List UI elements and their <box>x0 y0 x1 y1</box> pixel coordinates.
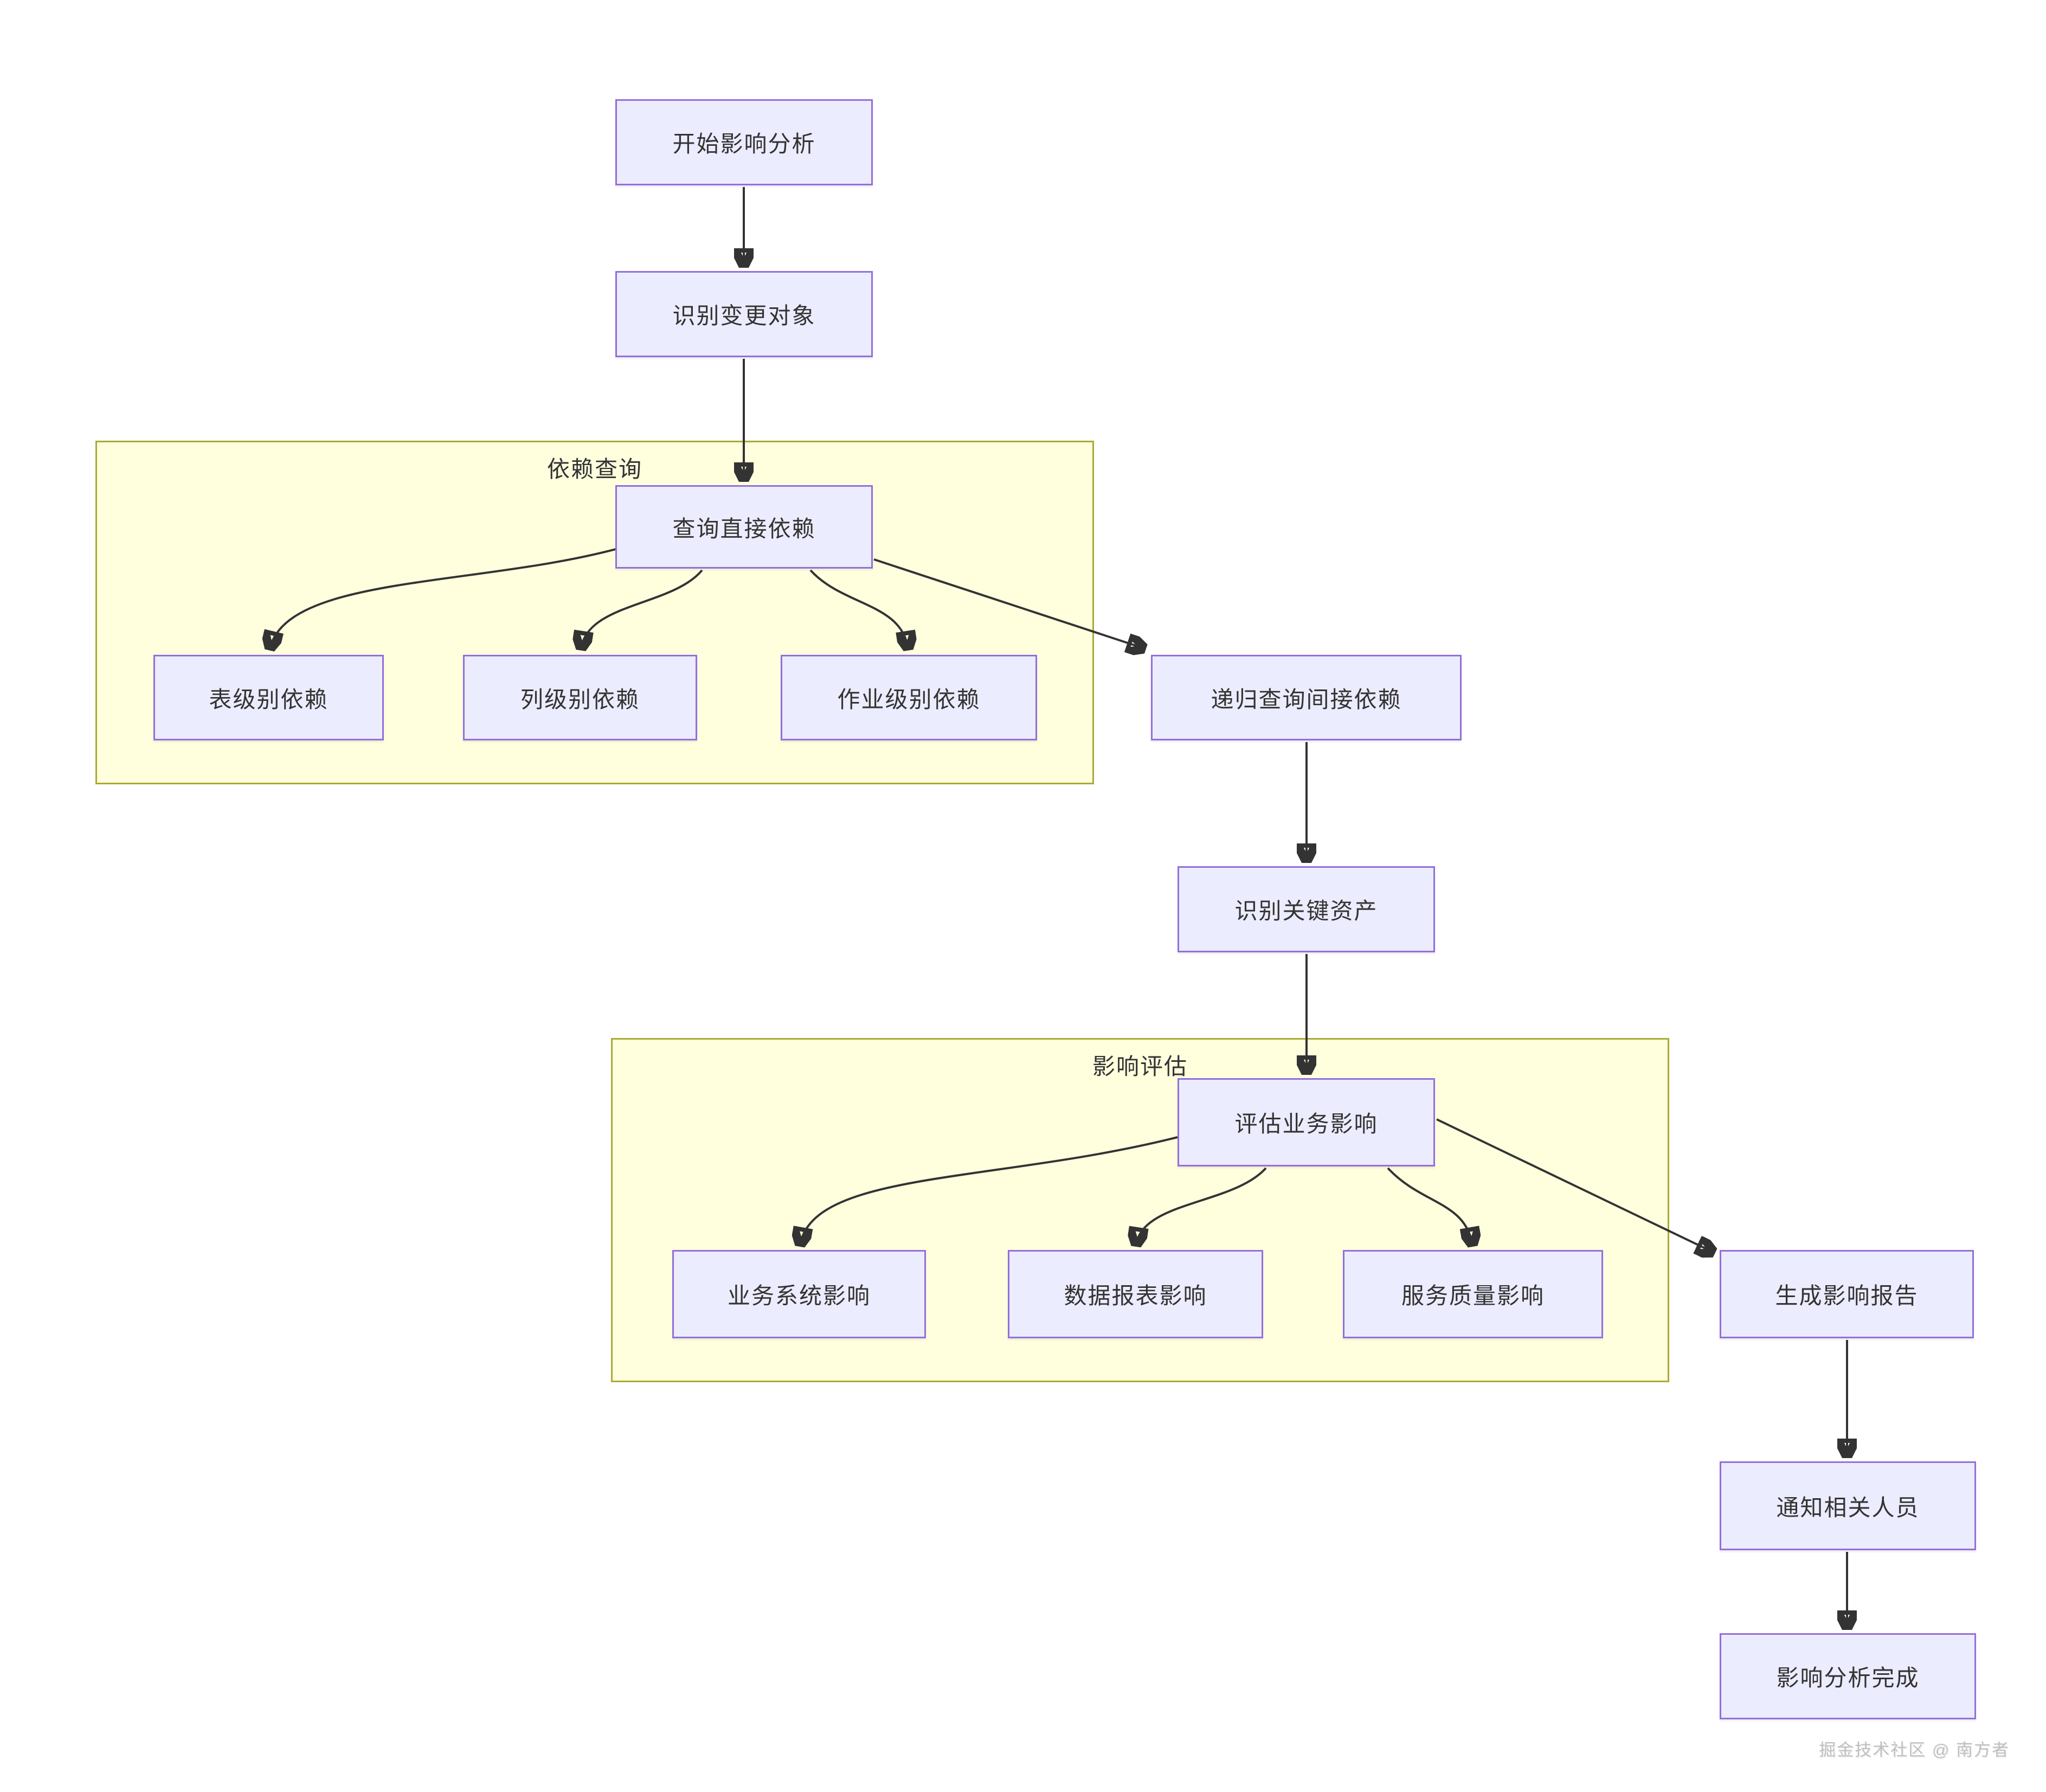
node-analysis-complete: 影响分析完成 <box>1720 1633 1976 1719</box>
edge-querydirect-to-table <box>270 547 619 648</box>
subgraph-impact-assessment-label: 影响评估 <box>1092 1054 1188 1079</box>
node-start: 开始影响分析 <box>615 99 873 185</box>
edge-querydirect-to-job <box>809 569 908 648</box>
edge-assess-to-bizsystem <box>800 1136 1178 1245</box>
edge-assess-to-quality <box>1387 1167 1472 1245</box>
edge-assess-to-genreport <box>1436 1118 1713 1252</box>
node-business-system: 业务系统影响 <box>672 1250 926 1338</box>
node-key-assets: 识别关键资产 <box>1178 866 1435 952</box>
subgraph-dependency-query-label: 依赖查询 <box>546 456 642 482</box>
edge-querydirect-to-recursive <box>873 558 1144 648</box>
node-table-level-dep: 表级别依赖 <box>153 655 384 740</box>
node-notify-people: 通知相关人员 <box>1720 1461 1976 1550</box>
node-recursive-indirect: 递归查询间接依赖 <box>1151 655 1462 740</box>
edge-assess-to-datareport <box>1136 1167 1267 1245</box>
node-service-quality: 服务质量影响 <box>1343 1250 1603 1338</box>
node-job-level-dep: 作业级别依赖 <box>781 655 1037 740</box>
node-data-report: 数据报表影响 <box>1008 1250 1263 1338</box>
node-generate-report: 生成影响报告 <box>1720 1250 1974 1338</box>
watermark: 掘金技术社区 @ 南方者 <box>1819 1741 2010 1759</box>
node-column-level-dep: 列级别依赖 <box>463 655 697 740</box>
node-identify-change: 识别变更对象 <box>615 271 873 357</box>
edge-querydirect-to-column <box>581 569 703 648</box>
node-query-direct: 查询直接依赖 <box>615 485 873 569</box>
node-assess-business: 评估业务影响 <box>1178 1078 1435 1166</box>
